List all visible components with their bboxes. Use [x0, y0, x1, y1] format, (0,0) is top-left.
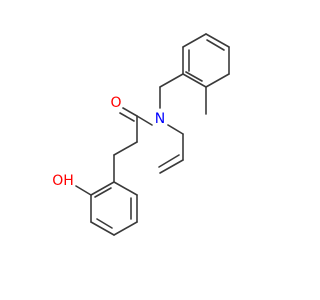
hydroxyl-label: OH: [52, 173, 74, 189]
bond-layer: [75, 33, 230, 236]
carbonyl-oxygen-atom: O: [110, 95, 121, 111]
bond-carbonyl-double-1: [122, 107, 138, 117]
atom-label-layer: O N OH: [52, 95, 165, 189]
bond-carbonyl-double-2: [119, 112, 135, 122]
bond-tolyl-ring-5: [182, 73, 207, 88]
bond-allyl-double-1: [159, 159, 184, 174]
bond-n-to-carbonyl: [136, 115, 153, 126]
bond-allyl-double-2: [158, 154, 180, 168]
bond-tolyl-ring-inner-2: [185, 71, 203, 82]
bond-phenol-ring-1: [90, 181, 115, 196]
bond-phenol-ring-4: [113, 221, 138, 236]
molecule-structure: O N OH: [52, 33, 230, 236]
bond-ring-to-hydroxyl: [75, 185, 92, 196]
bond-ch2-to-ch2: [113, 141, 138, 156]
bond-ring-to-benzyl-ch2: [159, 73, 184, 88]
bond-n-to-allyl-ch2: [167, 124, 184, 135]
bond-tolyl-ring-1: [182, 33, 207, 48]
bond-tolyl-ring-2: [205, 33, 230, 48]
bond-phenol-ring-3: [90, 221, 115, 236]
amide-nitrogen-atom: N: [155, 111, 165, 127]
bond-phenol-ring-inner-2: [96, 218, 113, 229]
carbonyl-oxygen-label: O: [110, 95, 121, 111]
bond-tolyl-ring-4: [205, 73, 230, 88]
hydroxyl-group: OH: [52, 173, 74, 189]
bond-tolyl-ring-inner-1: [206, 39, 225, 51]
bond-phenol-ring-inner-1: [94, 187, 112, 198]
amide-nitrogen-label: N: [155, 111, 165, 127]
bond-phenol-ring-6: [113, 181, 138, 196]
